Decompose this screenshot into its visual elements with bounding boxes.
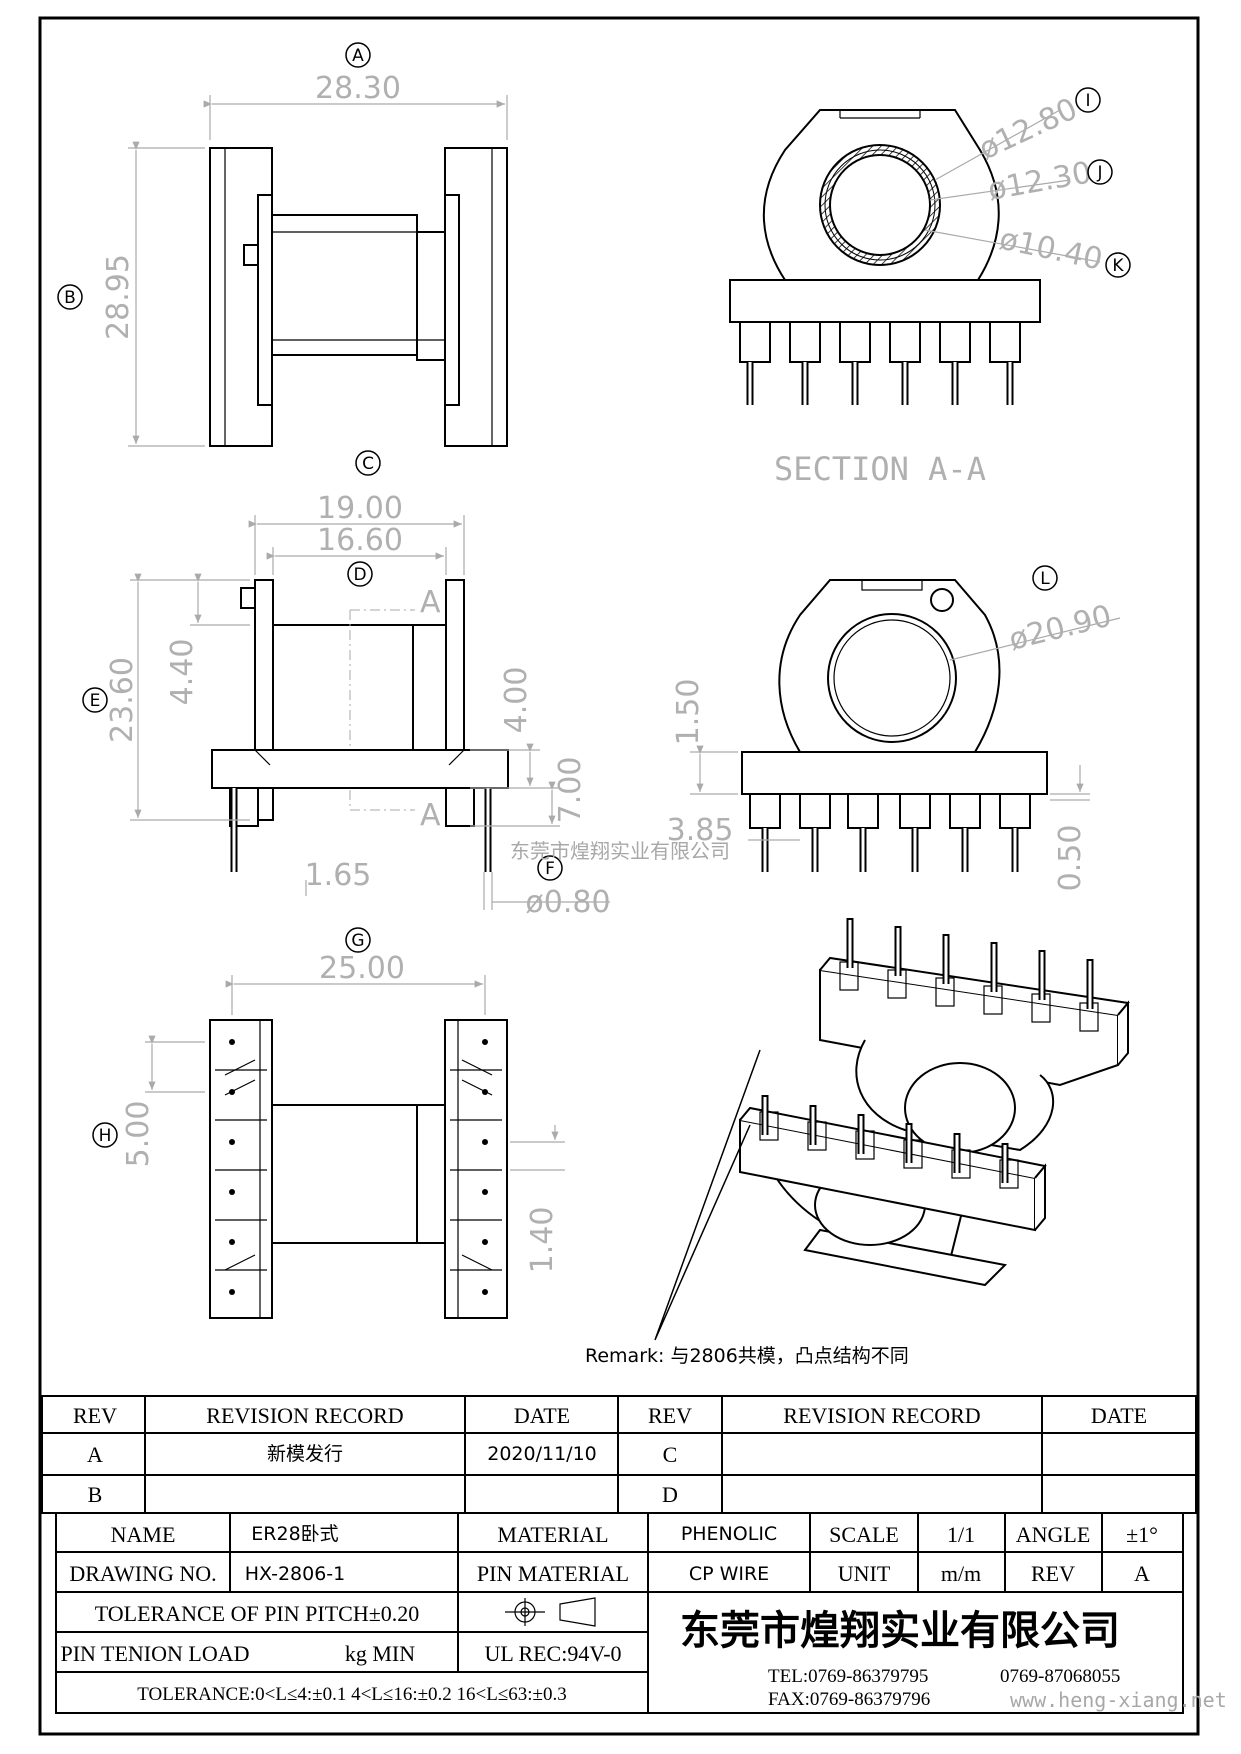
drawing-no-label: DRAWING NO. bbox=[69, 1561, 216, 1586]
front-view: A A bbox=[211, 579, 509, 872]
bubble-c: C bbox=[362, 454, 374, 474]
top-view-dims: 28.30 A 28.95 B bbox=[57, 42, 508, 447]
dim-bottom-pitch: 5.00 bbox=[121, 1101, 156, 1168]
bubble-f: F bbox=[545, 859, 555, 879]
rev-c-label: C bbox=[663, 1442, 678, 1467]
revision-table: REV REVISION RECORD DATE REV REVISION RE… bbox=[41, 1395, 1197, 1514]
scale-label: SCALE bbox=[829, 1522, 899, 1547]
rev-d-label: D bbox=[662, 1482, 678, 1507]
rev-a-label: A bbox=[87, 1442, 103, 1467]
tolerance-ranges: TOLERANCE:0<L≤4:±0.1 4<L≤16:±0.2 16<L≤63… bbox=[137, 1684, 567, 1705]
dim-bottom-width: 25.00 bbox=[319, 951, 405, 986]
sheet-border bbox=[38, 16, 1200, 1736]
dim-front-pin-length: 7.00 bbox=[553, 757, 588, 824]
rev-a-date: 2020/11/10 bbox=[487, 1443, 597, 1465]
rev-value: A bbox=[1134, 1561, 1150, 1586]
pin-material-value: CP WIRE bbox=[689, 1563, 769, 1585]
ul-rec: UL REC:94V-0 bbox=[484, 1641, 621, 1666]
center-watermark: 东莞市煌翔实业有限公司 bbox=[510, 839, 730, 863]
dim-side-pin-pitch: 3.85 bbox=[667, 813, 734, 848]
dim-front-pin-x: 1.65 bbox=[305, 858, 372, 893]
isometric-view bbox=[654, 918, 1130, 1341]
top-view bbox=[209, 147, 508, 447]
section-title: SECTION A-A bbox=[774, 450, 986, 488]
material-value: PHENOLIC bbox=[681, 1523, 777, 1545]
dim-front-flange: 4.40 bbox=[165, 639, 200, 706]
front-view-dims: C 19.00 16.60 D 23.60 E 4.40 4.00 7.00 1… bbox=[82, 450, 611, 920]
title-block: NAME ER28卧式 MATERIAL PHENOLIC SCALE 1/1 … bbox=[55, 1512, 1227, 1714]
dim-front-height: 23.60 bbox=[105, 657, 140, 743]
section-cut-a-top: A bbox=[420, 585, 441, 620]
dim-front-overall: 19.00 bbox=[317, 491, 403, 526]
dim-side-base: 0.50 bbox=[1053, 825, 1088, 892]
company-tel: TEL:0769-86379795 bbox=[768, 1666, 928, 1687]
dim-inner-dia: ø10.40 bbox=[996, 222, 1105, 278]
section-cut-a-bottom: A bbox=[420, 798, 441, 833]
bottom-view-dims: G 25.00 5.00 H 1.40 bbox=[92, 927, 565, 1274]
bottom-view bbox=[209, 1019, 508, 1319]
rev-header-2: REVISION RECORD bbox=[206, 1403, 403, 1428]
bubble-i: I bbox=[1085, 91, 1090, 111]
bubble-g: G bbox=[351, 931, 364, 951]
company-tel-2: 0769-87068055 bbox=[1000, 1666, 1120, 1687]
rev-header-4: REV bbox=[648, 1403, 692, 1428]
side-view bbox=[741, 579, 1048, 872]
dim-outer-dia: ø12.80 bbox=[974, 91, 1083, 167]
bubble-e: E bbox=[90, 691, 101, 711]
tolerance-pitch: TOLERANCE OF PIN PITCH±0.20 bbox=[95, 1601, 420, 1626]
bubble-k: K bbox=[1112, 256, 1124, 276]
dim-front-pin-dia: ø0.80 bbox=[525, 885, 610, 920]
section-view bbox=[729, 109, 1041, 405]
rev-b-label: B bbox=[88, 1482, 103, 1507]
dim-bottom-gap: 1.40 bbox=[525, 1207, 560, 1274]
company-website[interactable]: www.heng-xiang.net bbox=[1010, 1688, 1227, 1712]
dim-side-top: 1.50 bbox=[671, 679, 706, 746]
dim-mid-dia: ø12.30 bbox=[985, 155, 1094, 208]
dim-front-inner: 16.60 bbox=[317, 523, 403, 558]
dim-top-width: 28.30 bbox=[315, 71, 401, 106]
pin-tension-label: PIN TENION LOAD bbox=[60, 1641, 249, 1666]
unit-value: m/m bbox=[941, 1561, 981, 1586]
drawing-no-value: HX-2806-1 bbox=[245, 1563, 346, 1585]
rev-label: REV bbox=[1031, 1561, 1075, 1586]
dim-side-dia: ø20.90 bbox=[1005, 599, 1115, 658]
bubble-l: L bbox=[1040, 569, 1050, 589]
rev-header-5: REVISION RECORD bbox=[783, 1403, 980, 1428]
rev-a-record: 新模发行 bbox=[267, 1443, 343, 1465]
name-value: ER28卧式 bbox=[251, 1523, 338, 1545]
remark-text: Remark: 与2806共模，凸点结构不同 bbox=[585, 1345, 909, 1367]
company-fax: FAX:0769-86379796 bbox=[768, 1689, 930, 1710]
pin-tension-unit: kg MIN bbox=[345, 1641, 415, 1666]
bubble-d: D bbox=[353, 565, 366, 585]
projection-symbol bbox=[505, 1597, 596, 1627]
bubble-a: A bbox=[352, 46, 364, 66]
rev-header-6: DATE bbox=[1091, 1403, 1147, 1428]
dim-top-height: 28.95 bbox=[101, 254, 136, 340]
scale-value: 1/1 bbox=[947, 1522, 975, 1547]
angle-label: ANGLE bbox=[1016, 1522, 1091, 1547]
bubble-j: J bbox=[1096, 163, 1102, 183]
rev-header-3: DATE bbox=[514, 1403, 570, 1428]
material-label: MATERIAL bbox=[497, 1522, 608, 1547]
angle-value: ±1° bbox=[1126, 1522, 1158, 1547]
bubble-b: B bbox=[64, 288, 76, 308]
name-label: NAME bbox=[111, 1522, 176, 1547]
unit-label: UNIT bbox=[838, 1561, 891, 1586]
dim-front-window: 4.00 bbox=[499, 667, 534, 734]
rev-header-1: REV bbox=[73, 1403, 117, 1428]
pin-material-label: PIN MATERIAL bbox=[477, 1561, 629, 1586]
company-name: 东莞市煌翔实业有限公司 bbox=[680, 1607, 1120, 1654]
bubble-h: H bbox=[99, 1126, 112, 1146]
